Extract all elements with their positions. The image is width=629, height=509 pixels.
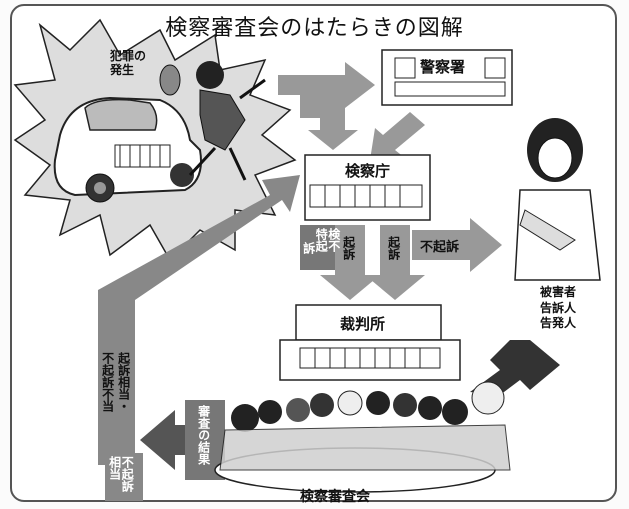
arrow-label-kiso-2: 起訴: [386, 236, 401, 260]
prosecutor-building: [304, 154, 431, 221]
court-building: [279, 304, 461, 381]
arrow-label-kiso-1: 起訴: [341, 236, 356, 260]
arrow-shaft-tokubetsu: [300, 225, 335, 270]
arrow-label-fukiso: 不起訴: [420, 240, 460, 255]
arrow-label-kiso-soto: 起訴相当・: [116, 352, 131, 412]
arrow-label-fukiso-soto: 不起訴 相当: [107, 456, 135, 492]
arrow-police-to-prosecutor: [370, 112, 425, 160]
arrow-committee-to-prosecutor: [98, 175, 300, 465]
arrow-crime-to-police: [278, 62, 375, 108]
arrow-label-kensatsu-fukiso: 検不 特起 訴: [301, 228, 341, 254]
car-illustration: [53, 96, 202, 203]
fukiso-soto-box: [105, 453, 143, 501]
crime-label: 犯罪の 発生: [110, 49, 147, 77]
committee-label: 検察審査会: [300, 489, 370, 505]
arrow-head-kiso-1: [320, 225, 380, 300]
arrow-to-fukiso: [412, 218, 502, 272]
court-label: 裁判所: [340, 315, 386, 333]
prosecutor-label: 検察庁: [345, 162, 391, 180]
arrow-label-shinsa-kekka: 審査の結果: [196, 405, 211, 465]
arrow-head-kiso-2: [365, 225, 425, 300]
woman-victim-illustration: [159, 61, 266, 181]
arrow-label-fukiso-futo: 不起訴不当: [100, 352, 115, 412]
police-label: 警察署: [420, 58, 466, 76]
committee-meeting-illustration: [214, 381, 511, 493]
victim-complainant-illustration: [514, 118, 601, 281]
police-building: [381, 49, 513, 106]
arrow-crime-to-prosecutor: [300, 95, 358, 150]
arrow-victim-to-committee: [470, 340, 560, 395]
diagram-title: 検察審査会のはたらきの図解: [165, 16, 464, 41]
victim-label: 被害者 告訴人 告発人: [540, 285, 577, 331]
